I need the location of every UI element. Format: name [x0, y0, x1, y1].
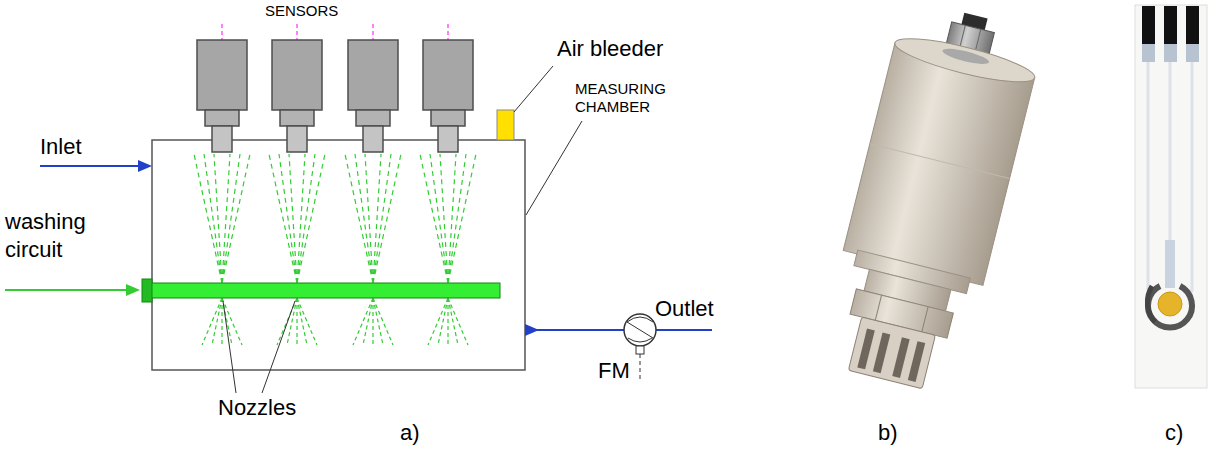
part-label: FM	[598, 358, 630, 383]
part-label: Nozzles	[218, 395, 296, 420]
hex-edge	[922, 307, 928, 332]
port-label: Outlet	[655, 296, 714, 321]
part-label: Air bleeder	[557, 36, 663, 61]
heading-label: SENSORS	[265, 2, 338, 19]
meter-stem	[636, 346, 644, 354]
leader-line	[223, 301, 236, 393]
flow-meter	[624, 314, 656, 346]
working-electrode	[1158, 292, 1182, 316]
sensor-render	[815, 0, 1045, 397]
panel-label: c)	[1165, 420, 1183, 445]
air-bleeder	[497, 110, 514, 140]
leader-line	[526, 121, 582, 215]
hex-edge	[875, 295, 881, 320]
cage-slot	[892, 337, 909, 378]
port-label: Inlet	[40, 134, 82, 159]
electrode-strip	[1135, 5, 1207, 388]
measuring-chamber	[152, 140, 525, 370]
port-label: washing circuit	[5, 208, 105, 264]
counter-electrode	[1147, 286, 1155, 322]
inlet-line	[40, 165, 140, 167]
cage-slot	[873, 332, 890, 373]
conductor-track	[1148, 62, 1192, 300]
panel-label: b)	[878, 420, 898, 445]
nut-base	[941, 46, 990, 67]
body-seam	[870, 144, 1010, 179]
panel-label: a)	[400, 420, 420, 445]
arrow-head	[138, 160, 152, 172]
pad-track	[1142, 44, 1155, 62]
arrow-head	[126, 284, 140, 296]
washing-line	[5, 289, 128, 291]
contact-pad	[1164, 6, 1177, 44]
signal-line	[640, 354, 641, 380]
working-track	[1165, 240, 1175, 288]
reference-electrode	[1148, 286, 1192, 328]
body-top	[892, 30, 1038, 90]
leader-line	[262, 301, 295, 393]
pad-track	[1186, 44, 1199, 62]
part-label: MEASURING CHAMBER	[575, 80, 685, 116]
leader-line	[514, 66, 553, 112]
bar-cap	[142, 279, 152, 302]
washing-bar	[150, 283, 500, 298]
arrow-head	[525, 324, 539, 336]
outlet-line	[525, 329, 712, 331]
probe-cage	[848, 317, 935, 389]
contact-pad	[1142, 6, 1155, 44]
contact-pad	[1186, 6, 1199, 44]
flow-meter-symbol	[627, 317, 653, 342]
pad-track	[1164, 44, 1177, 62]
cage-slot	[857, 329, 874, 370]
cage-slot	[908, 341, 925, 382]
